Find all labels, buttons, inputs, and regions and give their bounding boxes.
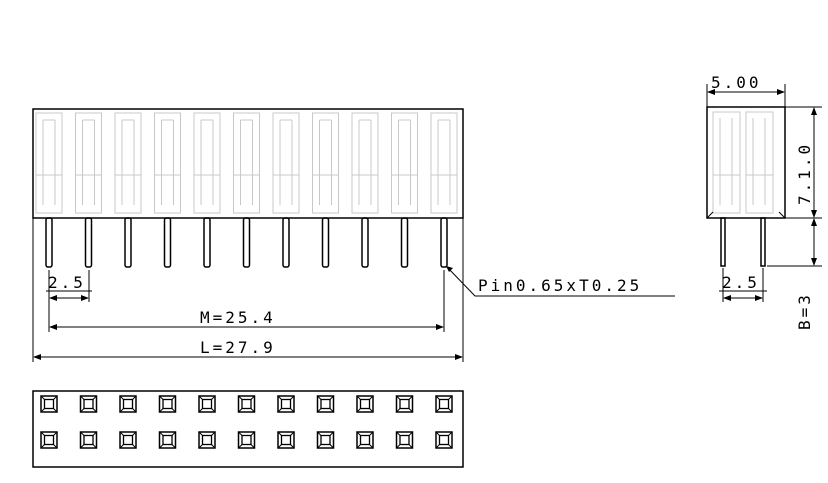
socket-hole: [435, 395, 453, 413]
socket-hole: [316, 431, 335, 449]
pin-length-label: B=3: [795, 292, 814, 330]
socket-hole: [277, 431, 295, 449]
socket-hole: [435, 431, 453, 449]
pin: [84, 217, 93, 268]
socket-hole: [119, 431, 137, 449]
m-span-label: M=25.4: [200, 308, 276, 327]
front-view: 2.5 M=25.4 L=27.9 Pin0.65xT0.25: [32, 108, 675, 362]
hidden-contact: [233, 112, 260, 214]
pin: [282, 217, 290, 268]
bottom-holes: [40, 395, 453, 449]
hidden-contact: [272, 112, 300, 214]
pin: [163, 217, 172, 268]
socket-hole: [79, 431, 98, 449]
bottom-body: [32, 390, 464, 468]
hidden-contact: [312, 112, 339, 214]
l-span-label: L=27.9: [200, 338, 276, 357]
socket-hole: [237, 395, 256, 413]
socket-hole: [40, 431, 58, 449]
socket-hole: [237, 431, 256, 449]
hidden-contact: [154, 112, 181, 214]
side-width-label: 5.00: [711, 73, 762, 92]
hidden-contact: [430, 112, 458, 214]
socket-hole: [158, 395, 177, 413]
hidden-contacts: [35, 112, 458, 214]
pin: [45, 217, 53, 268]
hidden-contact: [35, 112, 63, 214]
side-pin-left: [720, 217, 726, 267]
socket-hole: [198, 431, 216, 449]
pin: [203, 217, 211, 268]
hidden-contact: [75, 112, 102, 214]
socket-hole: [356, 431, 374, 449]
hidden-contact: [114, 112, 142, 214]
socket-hole: [79, 395, 98, 413]
hidden-contact: [351, 112, 379, 214]
pin: [321, 217, 330, 268]
pin: [124, 217, 132, 268]
pin: [361, 217, 369, 268]
side-height-label: 7.1.0: [795, 142, 814, 205]
bottom-view: [32, 390, 464, 468]
socket-hole: [395, 431, 414, 449]
socket-hole: [40, 395, 58, 413]
pitch-right-label: 2.5: [722, 273, 760, 292]
pin-note-leader: [445, 265, 675, 297]
socket-hole: [395, 395, 414, 413]
socket-hole: [119, 395, 137, 413]
socket-hole: [277, 395, 295, 413]
front-pins: [45, 217, 448, 268]
pin: [440, 217, 448, 268]
side-view: 5.00 7.1.0 B=3 2.5: [706, 73, 822, 330]
socket-hole: [198, 395, 216, 413]
side-body: [706, 106, 786, 219]
side-pin-right: [760, 217, 766, 267]
socket-hole: [356, 395, 374, 413]
pitch-left-label: 2.5: [48, 273, 86, 292]
hidden-contact: [391, 112, 418, 214]
socket-hole: [158, 431, 177, 449]
pin: [400, 217, 409, 268]
hidden-contact: [193, 112, 221, 214]
socket-hole: [316, 395, 335, 413]
pin-note-label: Pin0.65xT0.25: [478, 276, 642, 295]
pin: [242, 217, 251, 268]
